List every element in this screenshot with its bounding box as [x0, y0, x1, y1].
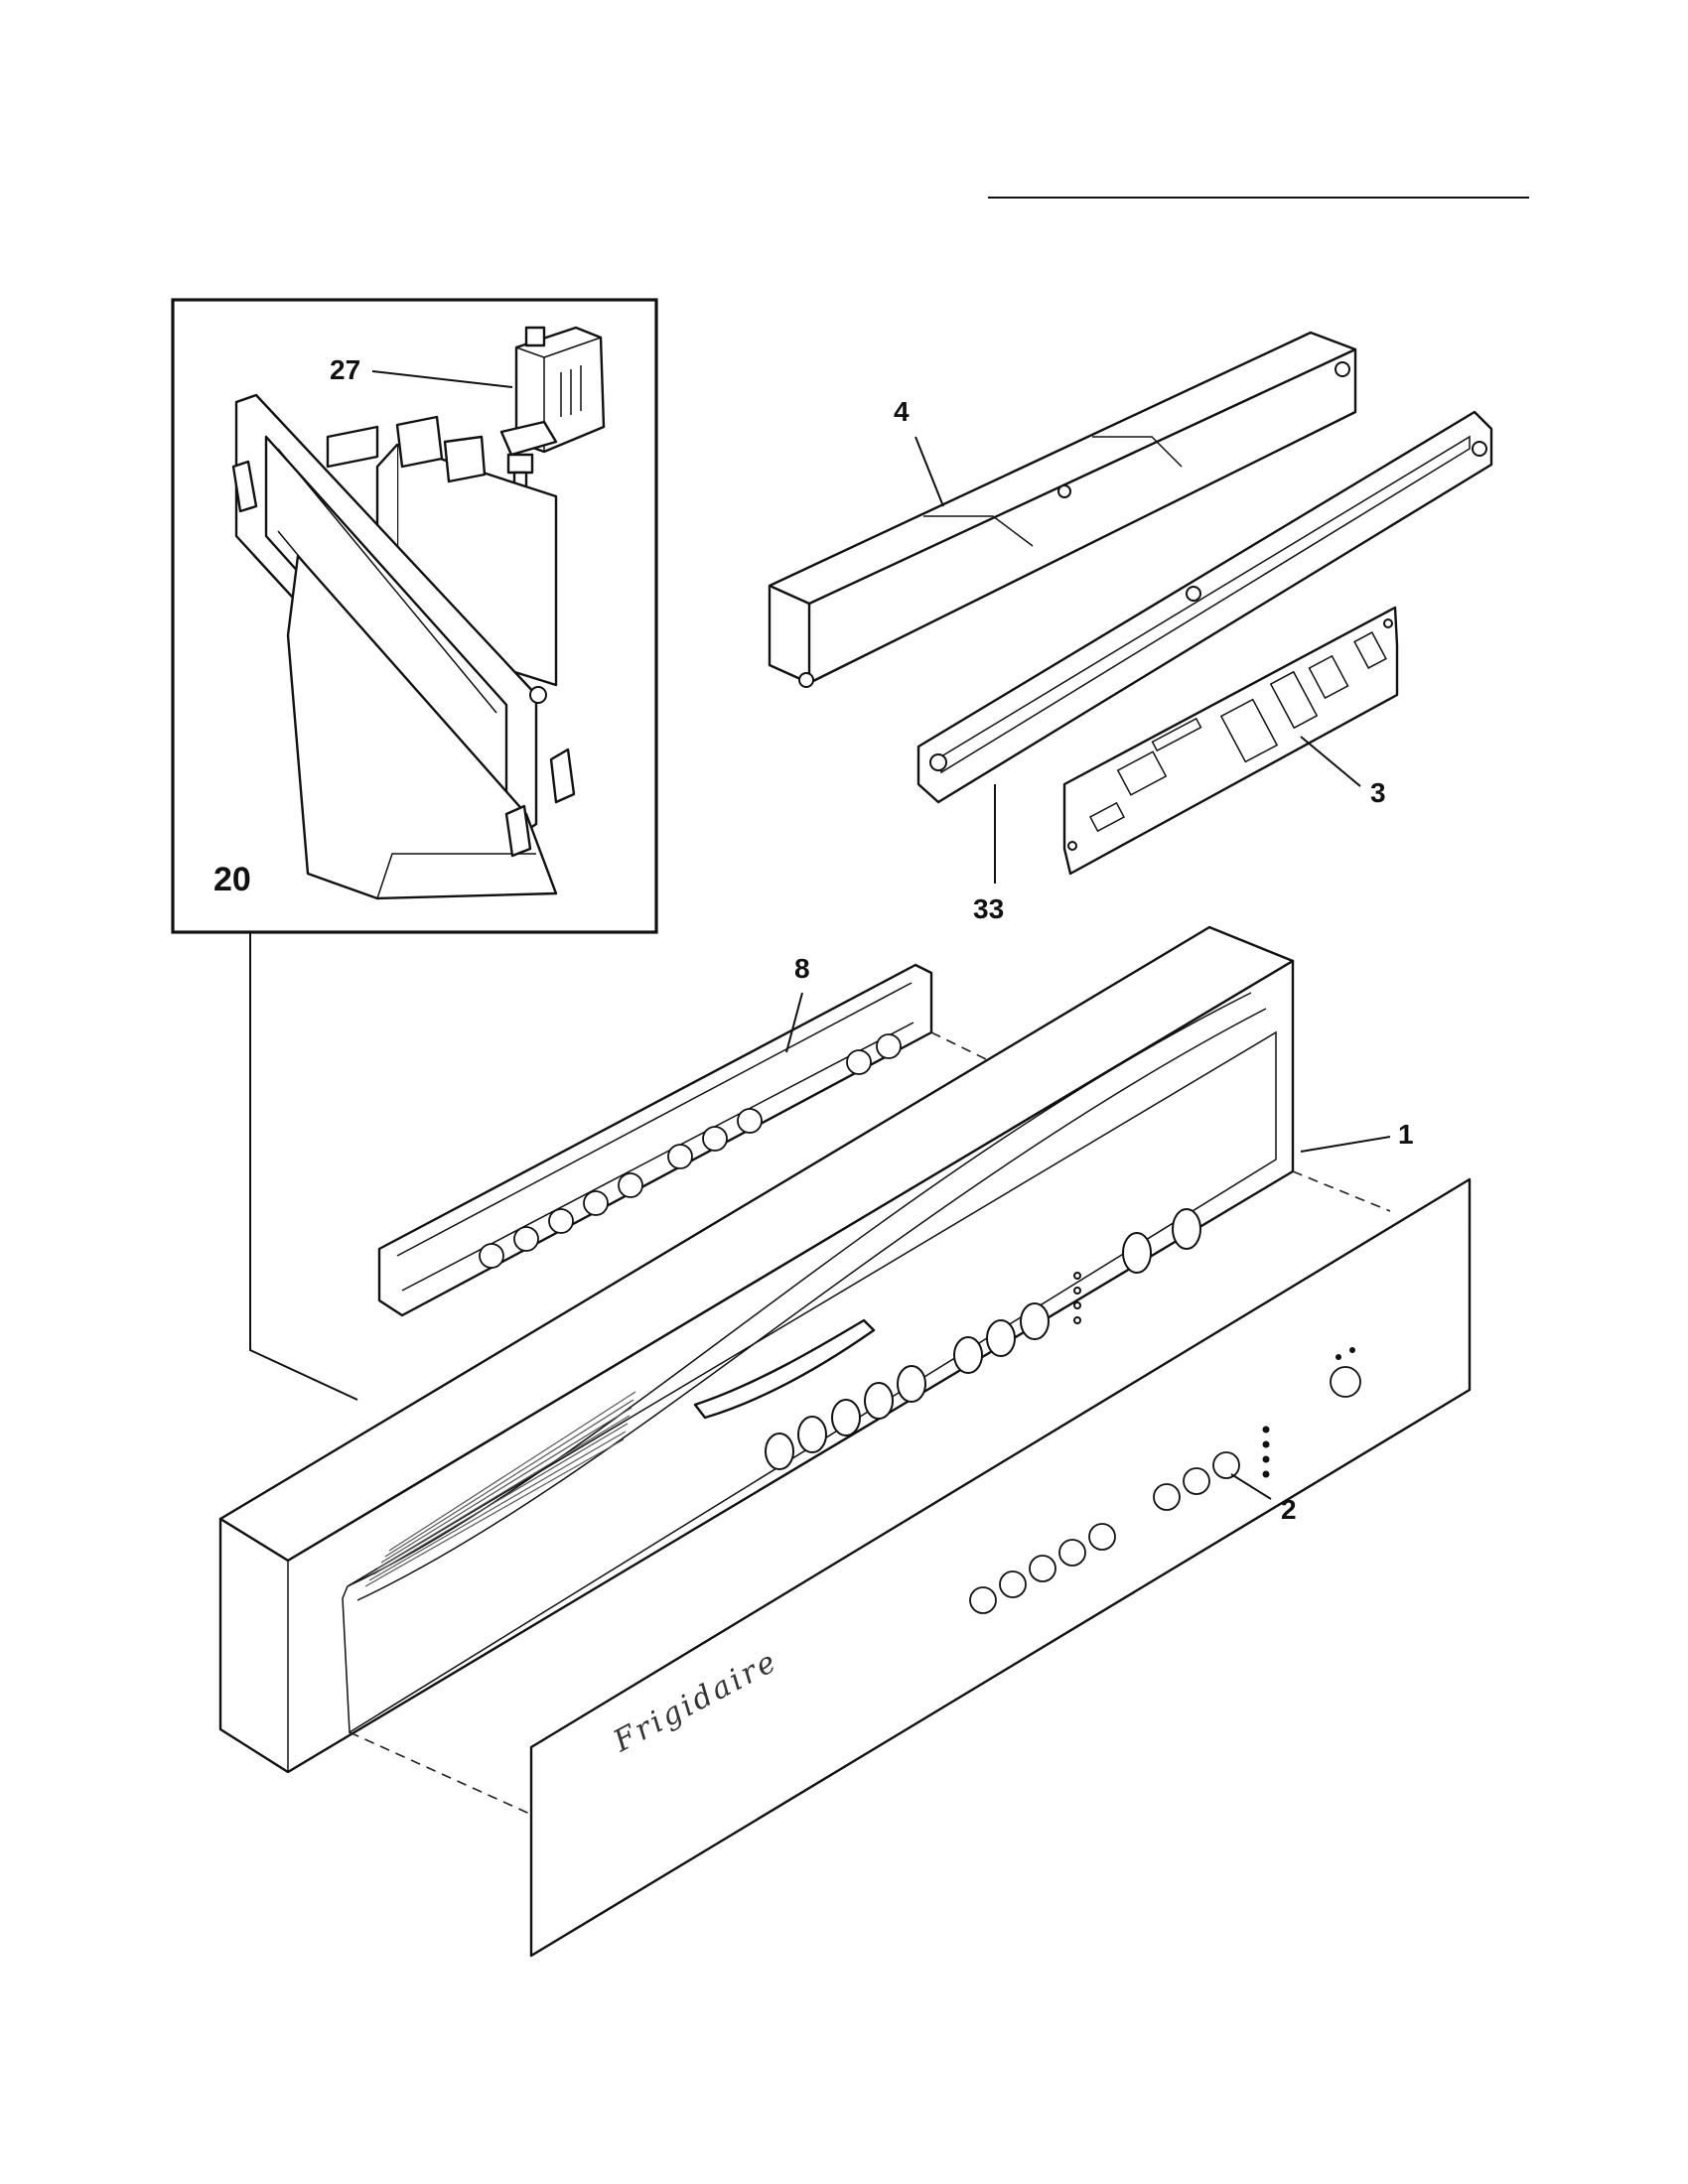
inset-connector	[249, 932, 358, 1401]
callout-1: 1	[1398, 1119, 1414, 1150]
callout-2: 2	[1281, 1494, 1297, 1525]
leader-4	[914, 436, 944, 507]
part-1-axis-lower	[349, 1731, 537, 1818]
part-33-gasket	[916, 410, 1493, 804]
leader-1	[1300, 1136, 1391, 1153]
vent-slots	[364, 1391, 636, 1587]
part-1-console	[218, 925, 1295, 1774]
part-1-axis	[1292, 1170, 1391, 1212]
inset-box	[171, 298, 658, 934]
leader-27	[371, 370, 513, 388]
leader-8	[785, 992, 803, 1053]
leader-2	[1230, 1473, 1272, 1500]
callout-8: 8	[794, 953, 810, 984]
part-3-control-board	[1062, 606, 1399, 876]
part-20-dispenser	[231, 393, 576, 900]
leader-3	[1300, 736, 1361, 787]
part-27-switch	[499, 326, 606, 488]
callout-33: 33	[973, 893, 1004, 924]
part-4-housing	[768, 331, 1357, 688]
callout-4: 4	[894, 396, 910, 427]
part-2-fascia: Frigidaire	[529, 1177, 1472, 1958]
callout-3: 3	[1370, 777, 1386, 808]
callout-27: 27	[330, 354, 360, 385]
callout-20: 20	[213, 861, 251, 898]
